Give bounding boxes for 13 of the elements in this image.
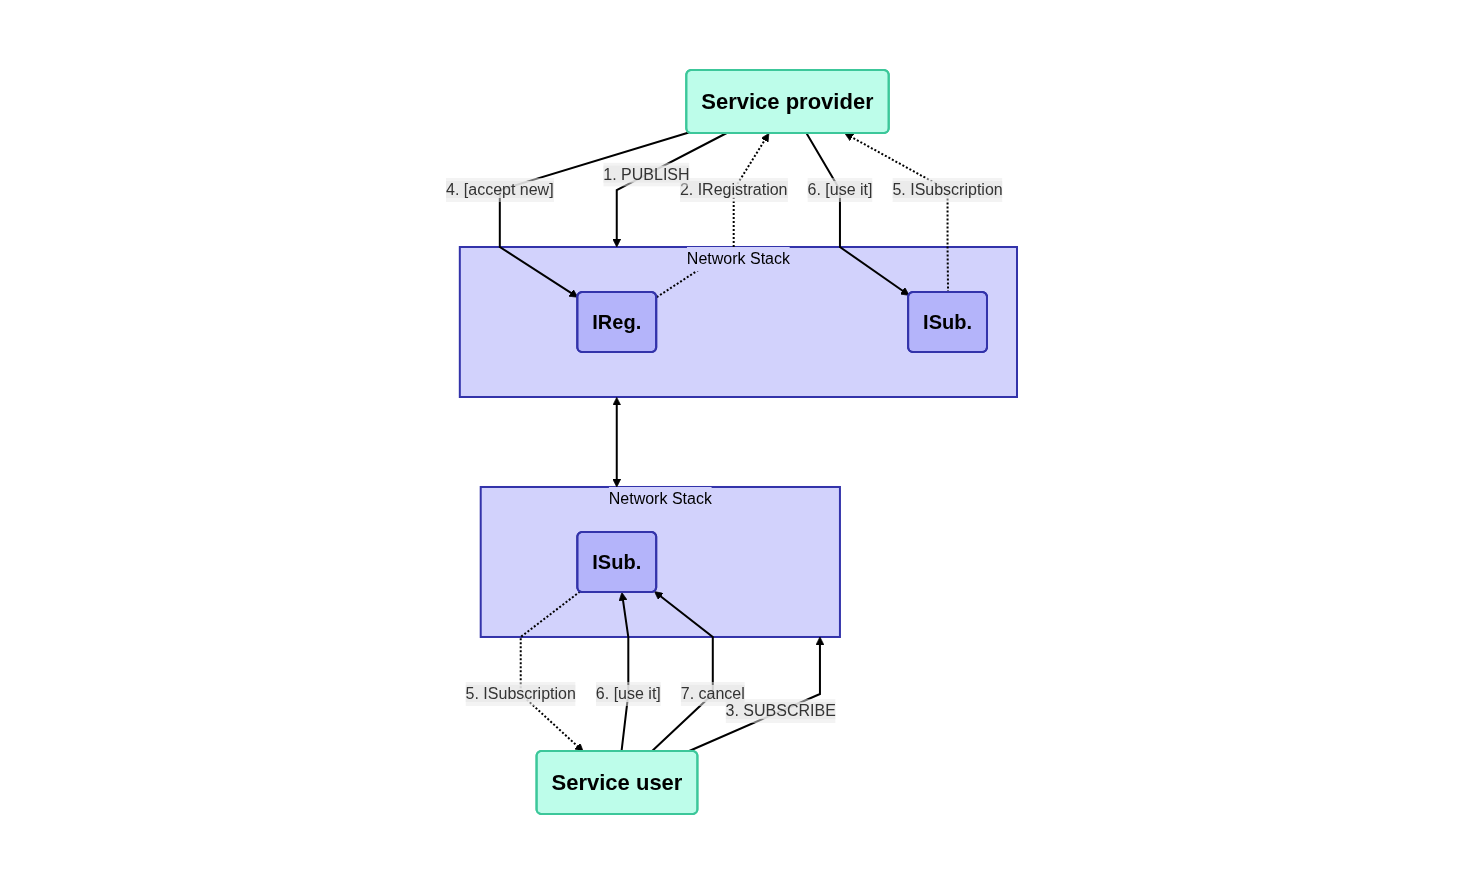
edge-label: 2. IRegistration <box>679 181 787 198</box>
arrow <box>655 133 769 299</box>
arrow <box>844 133 949 294</box>
edge-label: 4. [accept new] <box>445 181 554 198</box>
edge-label: 6. [use it] <box>595 684 661 702</box>
edge-label: 7. cancel <box>680 684 745 702</box>
edge-label: 3. SUBSCRIBE <box>725 702 836 720</box>
arrow <box>519 590 584 752</box>
edge-label: 5. ISubscription <box>465 684 576 702</box>
edge-label: 5. ISubscription <box>891 181 1003 198</box>
arrow <box>611 397 621 488</box>
edge-label: 1. PUBLISH <box>602 165 690 183</box>
edge-label: 6. [use it] <box>806 181 872 198</box>
